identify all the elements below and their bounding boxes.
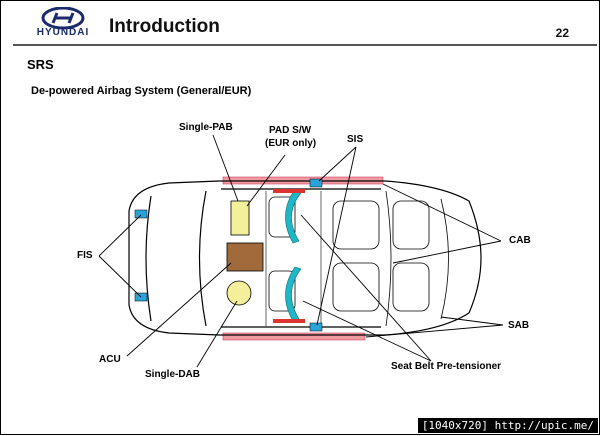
sis-sensor-top: [309, 178, 323, 188]
label-sis: SIS: [347, 134, 364, 145]
section-heading: SRS: [27, 57, 54, 72]
belt-pretensioner-top: [273, 189, 305, 193]
label-pad-sw: PAD S/W: [269, 125, 312, 136]
curtain-airbag-bottom: [222, 332, 366, 341]
car-outline: [128, 180, 482, 336]
page-title: Introduction: [109, 16, 220, 37]
side-airbag-front-right: [285, 266, 302, 322]
label-seat-belt-pretensioner: Seat Belt Pre-tensioner: [391, 361, 502, 372]
label-single-pab: Single-PAB: [179, 122, 233, 133]
belt-pretensioner-bottom: [273, 319, 305, 323]
image-source-caption: [1040x720] http://upic.me/: [417, 418, 598, 433]
label-cab: CAB: [509, 235, 531, 246]
label-acu: ACU: [99, 354, 121, 365]
brand-name: HYUNDAI: [36, 27, 90, 38]
fis-sensor-top: [134, 209, 148, 219]
label-single-dab: Single-DAB: [145, 369, 200, 380]
passenger-airbag: [230, 200, 250, 236]
label-eur-only: (EUR only): [265, 138, 317, 149]
header-rule: [13, 44, 597, 46]
leader-lines: [98, 134, 504, 368]
driver-airbag: [226, 280, 252, 306]
label-sab: SAB: [508, 320, 530, 331]
label-fis: FIS: [77, 250, 93, 261]
hyundai-logo-icon: [41, 7, 85, 30]
side-airbag-front-left: [285, 188, 302, 244]
seats: [268, 196, 430, 312]
sis-sensor-bottom: [309, 322, 323, 332]
airbag-control-unit: [226, 242, 264, 272]
page-number: 22: [555, 26, 569, 40]
subtitle: De-powered Airbag System (General/EUR): [31, 85, 252, 97]
slide-header: HYUNDAI Introduction 22: [1, 1, 599, 46]
